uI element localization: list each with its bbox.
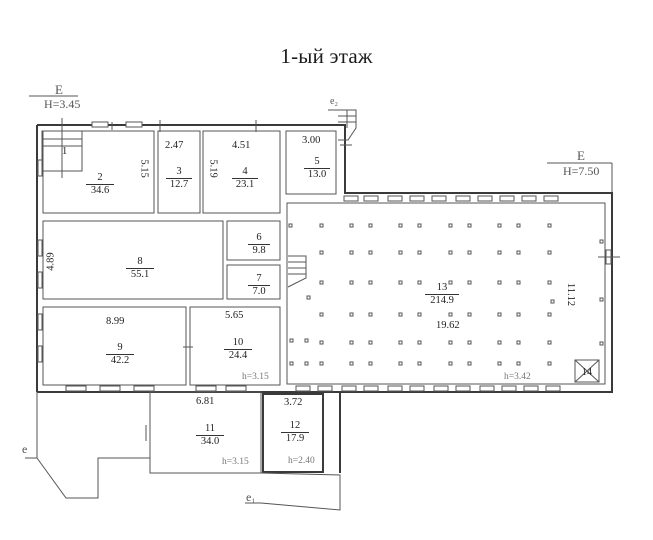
room-11-dim: 6.81 (196, 396, 215, 407)
room-number: 10 (224, 337, 252, 350)
room-10-dim: 5.65 (225, 310, 244, 321)
room-13-dim-height: 11.12 (565, 282, 577, 307)
room-number: 5 (304, 156, 330, 169)
room-4-dim-width: 4.51 (232, 140, 251, 151)
room-13-dim-width: 19.62 (436, 320, 460, 331)
axis-label: E (577, 148, 585, 163)
height-value-left: H=3.45 (44, 97, 81, 111)
room-area: 42.2 (110, 355, 130, 366)
room-13-label: 13 214.9 (425, 282, 459, 307)
room-area: 24.4 (228, 350, 248, 361)
height-note-left: E (38, 82, 80, 98)
room-area: 34.6 (90, 185, 110, 196)
room-2-label: 2 34.6 (86, 172, 114, 197)
room-14-number: 14 (582, 367, 592, 378)
room-number: 8 (126, 256, 154, 269)
room-area: 7.0 (252, 286, 266, 297)
room-number: 4 (232, 166, 258, 179)
room-5-dim: 3.00 (302, 135, 321, 146)
room-9-dim: 8.99 (106, 316, 125, 327)
room-number: 11 (196, 423, 224, 436)
axis-label: E (55, 82, 63, 97)
room-8-label: 8 55.1 (126, 256, 154, 281)
room-6-label: 6 9.8 (248, 232, 270, 257)
room-area: 13.0 (307, 169, 327, 180)
floor-title: 1-ый этаж (280, 44, 373, 68)
room-area: 23.1 (235, 179, 255, 190)
room-4-dim-height: 5.19 (207, 159, 219, 178)
room-11-label: 11 34.0 (196, 423, 224, 448)
room-area: 12.7 (169, 179, 189, 190)
room-number: 13 (425, 282, 459, 295)
room-11-ceiling-height: h=3.15 (222, 457, 249, 467)
room-area: 17.9 (285, 433, 305, 444)
axis-mark-e2: e₂ (330, 96, 338, 107)
room-area: 55.1 (130, 269, 150, 280)
room-number: 3 (166, 166, 192, 179)
room-number: 7 (248, 273, 270, 286)
height-value-right: H=7.50 (563, 164, 600, 178)
room-area: 34.0 (200, 436, 220, 447)
room-13-ceiling-height: h=3.42 (504, 372, 531, 382)
axis-mark-e1: e₁ (246, 490, 256, 504)
room-10-ceiling-height: h=3.15 (242, 372, 269, 382)
room-1-number: 1 (62, 146, 68, 157)
room-12-dim: 3.72 (284, 397, 303, 408)
room-10-label: 10 24.4 (224, 337, 252, 362)
room-12-label: 12 17.9 (281, 420, 309, 445)
room-3-dim: 2.47 (165, 140, 184, 151)
room-8-dim: 4.89 (45, 252, 57, 271)
room-number: 2 (86, 172, 114, 185)
room-number: 12 (281, 420, 309, 433)
room-area: 9.8 (252, 245, 266, 256)
height-note-right: E (568, 148, 594, 164)
axis-mark-e: e (22, 442, 28, 456)
room-area: 214.9 (430, 295, 454, 306)
room-5-label: 5 13.0 (304, 156, 330, 181)
room-number: 9 (106, 342, 134, 355)
room-4-label: 4 23.1 (232, 166, 258, 191)
room-2-dim: 5.15 (138, 159, 150, 178)
room-12-ceiling-height: h=2.40 (288, 456, 315, 466)
room-7-label: 7 7.0 (248, 273, 270, 298)
room-number: 6 (248, 232, 270, 245)
room-9-label: 9 42.2 (106, 342, 134, 367)
room-3-label: 3 12.7 (166, 166, 192, 191)
